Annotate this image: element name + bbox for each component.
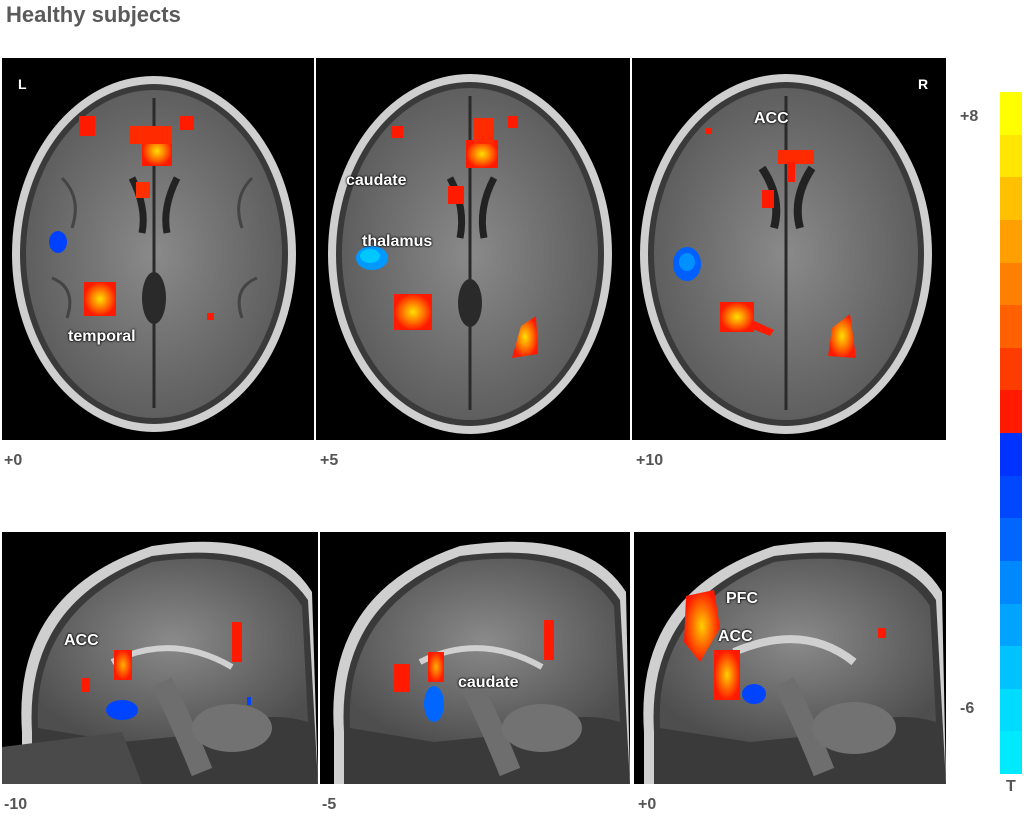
- axial-coordinate-1: +0: [4, 452, 23, 469]
- colorbar-segment: [1000, 92, 1022, 135]
- colorbar-segment: [1000, 603, 1022, 647]
- sagittal-coordinate-1: -10: [4, 796, 28, 813]
- sagittal-coordinate-3: +0: [638, 796, 657, 813]
- colorbar-segment: [1000, 262, 1022, 306]
- acc-label-axial: ACC: [754, 110, 789, 127]
- axial-panel-3: ACC R: [632, 58, 946, 440]
- axial-panel-1: L temporal: [2, 58, 314, 440]
- colorbar-segment: [1000, 688, 1022, 732]
- colorbar-min-label: -6: [960, 700, 975, 717]
- colorbar-segment: [1000, 560, 1022, 604]
- colorbar-segment: [1000, 731, 1022, 774]
- sagittal-brain-2: [333, 541, 630, 784]
- colorbar-segment: [1000, 518, 1022, 561]
- sagittal-brain-1: [2, 541, 318, 784]
- thalamus-label: thalamus: [362, 233, 433, 250]
- sagittal-panel-3: PFC ACC: [634, 532, 946, 784]
- sagittal-brain-3: [643, 541, 946, 784]
- sagittal-panel-2: caudate: [320, 532, 630, 784]
- colorbar-segment: [1000, 305, 1022, 348]
- colorbar-segment: [1000, 475, 1022, 519]
- axial-coordinate-3: +10: [636, 452, 664, 469]
- caudate-label-sagittal: caudate: [458, 674, 519, 691]
- colorbar-segment: [1000, 433, 1022, 476]
- figure-title: Healthy subjects: [6, 2, 181, 27]
- colorbar-segment: [1000, 219, 1022, 263]
- colorbar-max-label: +8: [960, 108, 979, 125]
- sagittal-coordinate-2: -5: [322, 796, 337, 813]
- axial-brain-3: [640, 74, 932, 434]
- acc-label-sagittal-1: ACC: [64, 632, 99, 649]
- colorbar-segment: [1000, 347, 1022, 391]
- orientation-left-label: L: [18, 76, 27, 92]
- temporal-label: temporal: [68, 328, 136, 345]
- colorbar-segment: [1000, 134, 1022, 178]
- axial-coordinate-2: +5: [320, 452, 339, 469]
- colorbar: [1000, 92, 1022, 774]
- axial-brain-2: [328, 74, 612, 434]
- axial-brain-1: [12, 76, 296, 432]
- axial-panel-2: caudate thalamus: [316, 58, 630, 440]
- colorbar-segment: [1000, 177, 1022, 220]
- colorbar-unit-label: T: [1006, 778, 1016, 795]
- acc-label-sagittal-3: ACC: [718, 628, 753, 645]
- pfc-label: PFC: [726, 590, 758, 607]
- colorbar-segment: [1000, 646, 1022, 689]
- caudate-label-axial: caudate: [346, 172, 407, 189]
- orientation-right-label: R: [918, 76, 929, 92]
- colorbar-segment: [1000, 390, 1022, 433]
- sagittal-panel-1: ACC: [2, 532, 318, 784]
